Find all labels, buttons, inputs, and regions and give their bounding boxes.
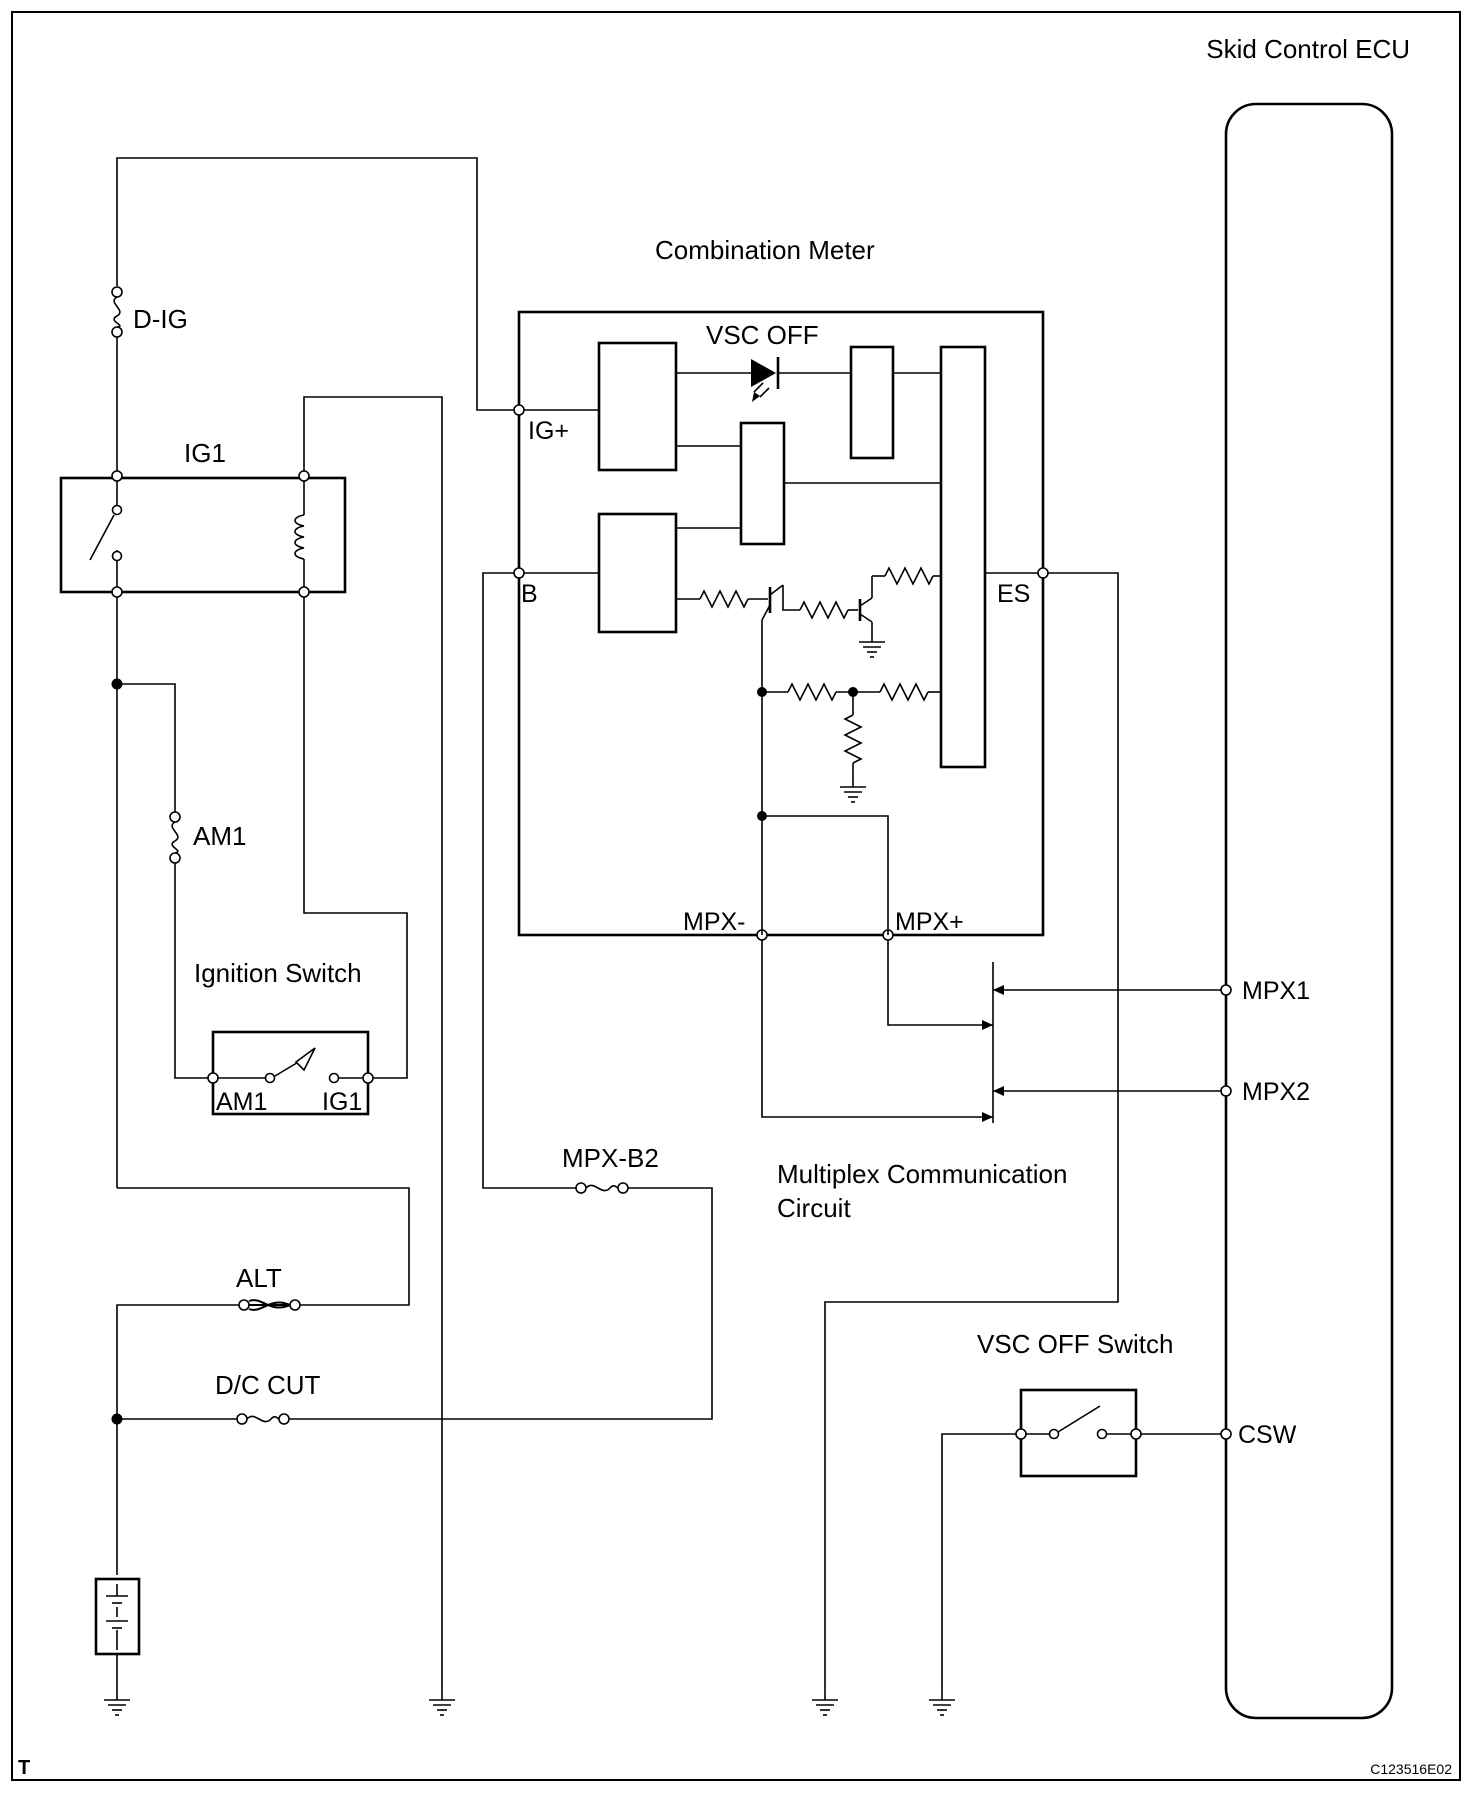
ecu-body: [1224, 102, 1394, 1720]
corner-mark: T: [18, 1757, 30, 1779]
meter-terminal-ig-plus: [513, 404, 525, 416]
meter-terminal-es: [1037, 567, 1049, 579]
am1-fuse: [169, 811, 181, 864]
meter-pin-mpx-plus: MPX+: [895, 908, 964, 936]
mpx-b2-fuse: [575, 1182, 629, 1194]
meter-pin-mpx-minus: MPX-: [683, 908, 746, 936]
meter-pin-es: ES: [997, 580, 1030, 608]
outer-frame: [11, 11, 1461, 1781]
power-supply-wiring: D-IG IG1: [59, 157, 713, 1716]
ecu-title: Skid Control ECU: [1206, 34, 1410, 64]
mpx-b2-wiring: MPX-B2: [482, 572, 659, 1194]
ecu-terminal-mpx1: [1220, 984, 1232, 996]
multiplex-communication-circuit: Multiplex Communication Circuit: [761, 940, 1221, 1223]
alt-fuse: [238, 1299, 301, 1311]
vsc-off-led-icon: [676, 357, 851, 402]
meter-pin-ig-plus: IG+: [528, 417, 569, 445]
dc-cut-fuse: [236, 1413, 290, 1425]
vsc-off-indicator-label: VSC OFF: [706, 320, 819, 350]
mpx-b2-fuse-label: MPX-B2: [562, 1143, 659, 1173]
ignition-switch-pin-am1: AM1: [216, 1088, 267, 1116]
ig1-relay-label: IG1: [184, 438, 226, 468]
combination-meter-title: Combination Meter: [655, 235, 875, 265]
am1-fuse-label: AM1: [193, 821, 246, 851]
skid-control-ecu: Skid Control ECU MPX1 MPX2 CSW: [1206, 34, 1410, 1720]
combination-meter: Combination Meter IG+ B ES MPX- MPX+ VSC…: [513, 235, 1049, 941]
ignition-switch: [207, 1030, 374, 1116]
ecu-pin-mpx2: MPX2: [1242, 1078, 1310, 1106]
ecu-pin-mpx1: MPX1: [1242, 977, 1310, 1005]
multiplex-label-line2: Circuit: [777, 1193, 851, 1223]
d-ig-fuse: [111, 286, 123, 338]
vsc-off-switch: VSC OFF Switch: [928, 1329, 1221, 1716]
vsc-off-switch-label: VSC OFF Switch: [977, 1329, 1173, 1359]
alt-fuse-label: ALT: [236, 1263, 282, 1293]
ecu-pin-csw: CSW: [1238, 1421, 1297, 1449]
es-ground-wire: [824, 572, 1119, 1688]
meter-terminal-b: [513, 567, 525, 579]
ecu-terminal-mpx2: [1220, 1085, 1232, 1097]
meter-pin-b: B: [521, 580, 538, 608]
ecu-terminal-csw: [1220, 1428, 1232, 1440]
multiplex-label-line1: Multiplex Communication: [777, 1159, 1067, 1189]
battery-icon: [94, 1577, 141, 1656]
figure-code: C123516E02: [1370, 1761, 1452, 1777]
dc-cut-fuse-label: D/C CUT: [215, 1370, 321, 1400]
d-ig-fuse-label: D-IG: [133, 304, 188, 334]
ig1-relay: [59, 470, 347, 598]
ignition-switch-label: Ignition Switch: [194, 958, 362, 988]
ignition-switch-pin-ig1: IG1: [322, 1088, 362, 1116]
